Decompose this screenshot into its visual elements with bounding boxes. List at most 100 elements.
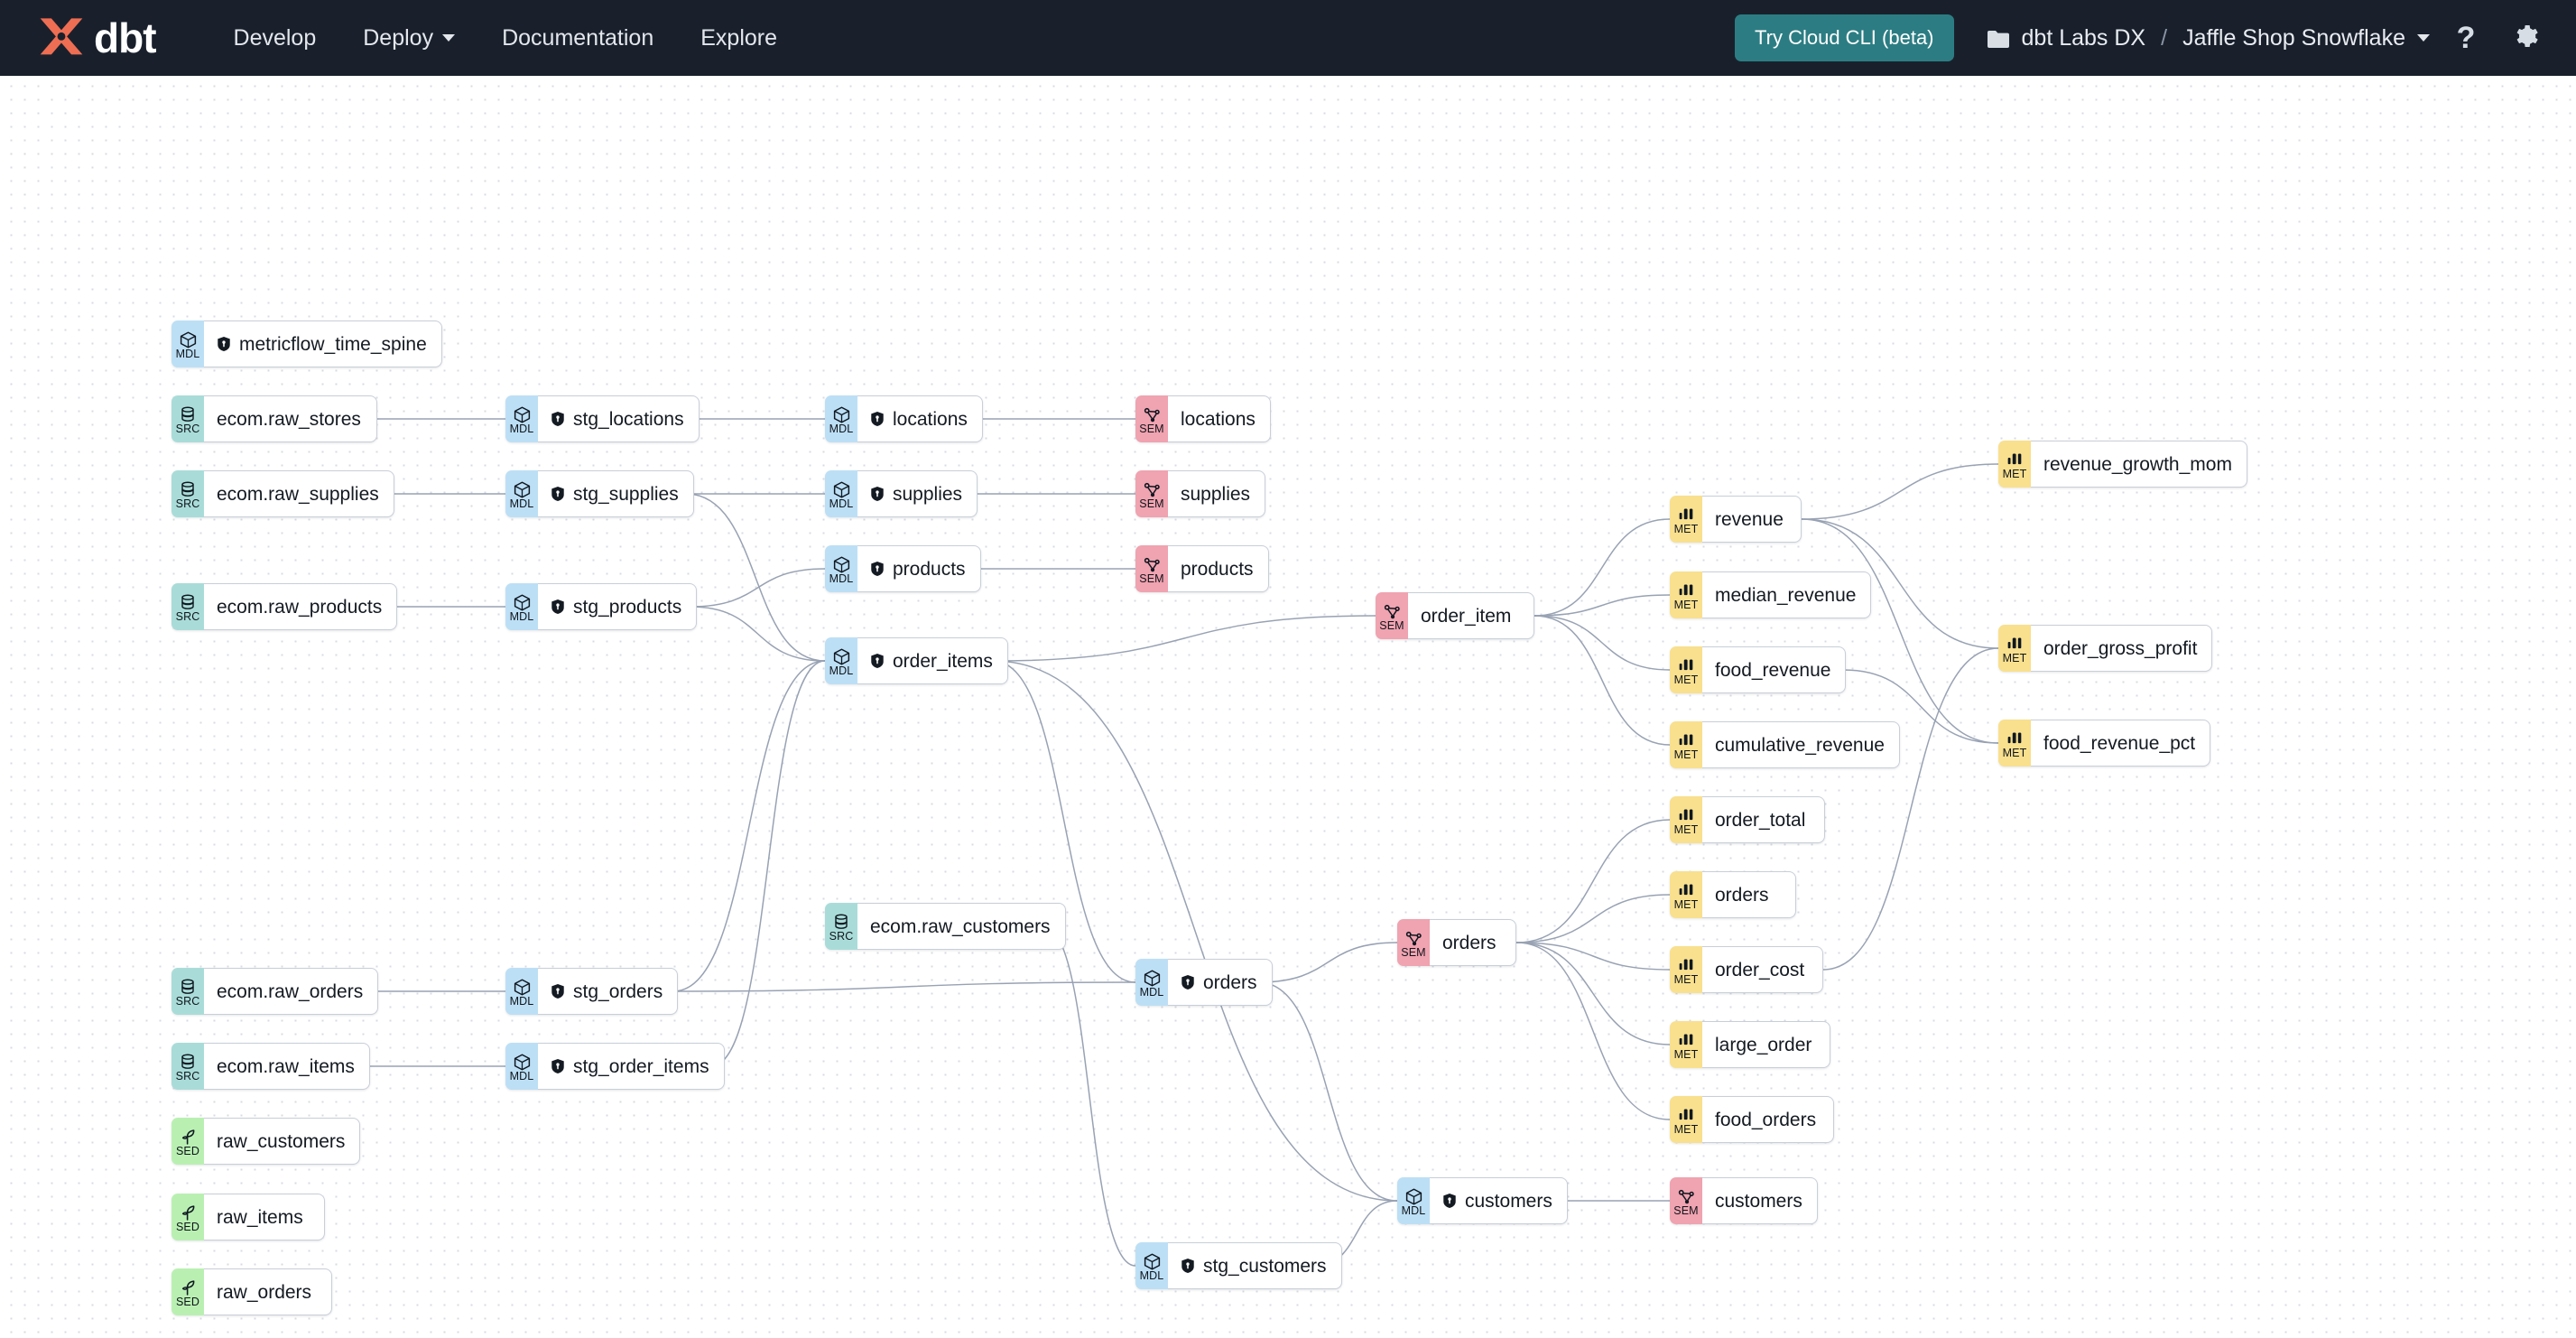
- project-breadcrumb[interactable]: dbt Labs DX / Jaffle Shop Snowflake: [1987, 25, 2430, 51]
- node-body: supplies: [857, 470, 978, 517]
- node-body: large_order: [1702, 1021, 1830, 1068]
- lineage-node-sem_locations[interactable]: SEM locations: [1135, 395, 1271, 442]
- cube-icon: [513, 1053, 532, 1072]
- node-type-badge-mdl: MDL: [505, 395, 538, 442]
- lineage-node-stg_locations[interactable]: MDL stg_locations: [505, 395, 700, 442]
- bar-chart-icon: [1677, 881, 1695, 900]
- graph-nodes-icon: [1677, 1187, 1696, 1206]
- nav-item-documentation[interactable]: Documentation: [478, 16, 677, 60]
- graph-nodes-icon: [1383, 602, 1402, 621]
- lineage-edge: [690, 568, 826, 608]
- node-label: order_cost: [1715, 959, 1805, 980]
- node-label: ecom.raw_supplies: [217, 483, 379, 505]
- settings-button[interactable]: [2502, 14, 2549, 61]
- node-type-label: MET: [1673, 748, 1699, 761]
- node-body: orders: [1168, 959, 1273, 1006]
- nav-item-deploy[interactable]: Deploy: [339, 16, 478, 60]
- node-label: raw_customers: [217, 1130, 346, 1152]
- node-type-label: SEM: [1401, 945, 1426, 959]
- node-label: food_revenue: [1715, 659, 1831, 681]
- node-type-badge-src: SRC: [171, 968, 204, 1015]
- bar-chart-icon: [1677, 731, 1695, 750]
- node-label: stg_orders: [573, 980, 663, 1002]
- node-label: locations: [1181, 408, 1256, 430]
- node-label: order_item: [1421, 605, 1512, 627]
- chevron-down-icon: [442, 34, 456, 42]
- node-type-badge-met: MET: [1998, 720, 2031, 767]
- node-label: supplies: [1181, 483, 1251, 505]
- lineage-node-met_order_cost[interactable]: MET order_cost: [1670, 946, 1823, 993]
- brand-logo-group[interactable]: dbt: [36, 15, 157, 60]
- bar-chart-icon: [1677, 581, 1695, 600]
- node-type-badge-met: MET: [1998, 625, 2031, 672]
- lineage-edge: [672, 981, 1136, 992]
- node-type-badge-mdl: MDL: [825, 395, 857, 442]
- shield-icon: [551, 1058, 565, 1074]
- node-label: locations: [893, 408, 968, 430]
- cube-icon: [832, 555, 851, 574]
- nav-item-develop[interactable]: Develop: [210, 16, 340, 60]
- node-type-label: MET: [1673, 897, 1699, 911]
- node-label: median_revenue: [1715, 584, 1857, 606]
- node-type-badge-met: MET: [1670, 1096, 1702, 1143]
- node-body: ecom.raw_items: [204, 1043, 370, 1090]
- lineage-edge: [672, 660, 826, 992]
- folder-icon: [1987, 29, 2010, 48]
- database-icon: [179, 405, 197, 424]
- graph-nodes-icon: [1404, 929, 1423, 948]
- try-cloud-cli-button[interactable]: Try Cloud CLI (beta): [1735, 14, 1954, 61]
- nav-item-develop-label: Develop: [233, 24, 317, 51]
- lineage-edge: [685, 493, 826, 662]
- node-body: food_revenue: [1702, 646, 1847, 693]
- lineage-edge: [992, 660, 1136, 983]
- node-label: stg_locations: [573, 408, 684, 430]
- nav-item-explore[interactable]: Explore: [677, 16, 801, 60]
- node-body: customers: [1702, 1177, 1818, 1224]
- node-type-badge-sem: SEM: [1135, 395, 1168, 442]
- node-type-badge-mdl: MDL: [1135, 959, 1168, 1006]
- lineage-node-mdl_locations[interactable]: MDL locations: [825, 395, 983, 442]
- node-body: ecom.raw_supplies: [204, 470, 394, 517]
- help-button[interactable]: ?: [2442, 14, 2489, 61]
- node-type-badge-met: MET: [1670, 946, 1702, 993]
- node-body: revenue_growth_mom: [2031, 441, 2247, 488]
